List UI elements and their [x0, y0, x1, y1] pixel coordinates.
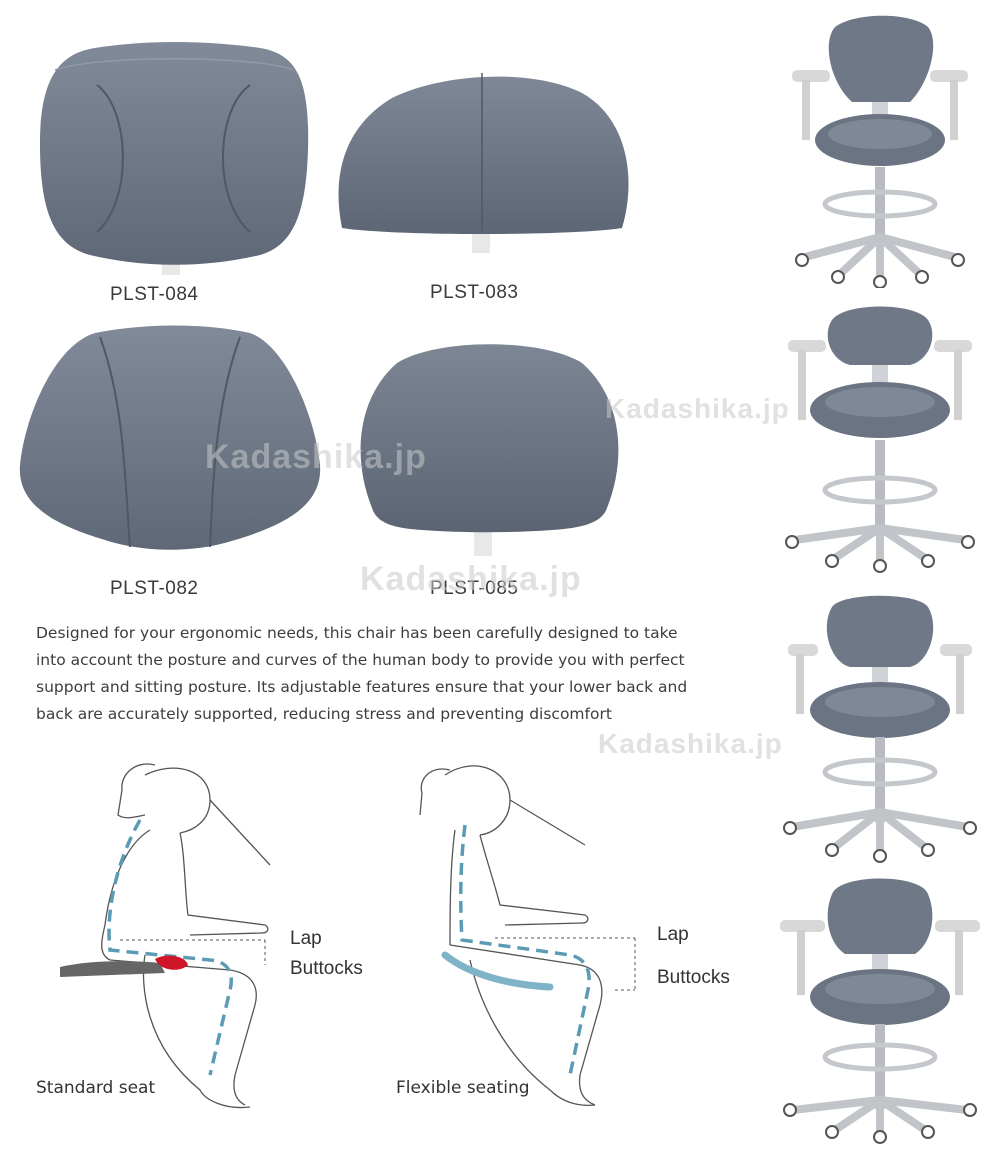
pad-plst-082: [15, 325, 325, 565]
pad-plst-082-image: [19, 325, 321, 550]
pad-label-082: PLST-082: [110, 578, 199, 599]
spine-dash-line: [459, 824, 591, 1076]
flexible-posture-figure: [419, 765, 636, 1106]
description-line: support and sitting posture. Its adjusta…: [36, 678, 688, 696]
flexible-seat-diagram: [410, 745, 740, 1125]
pad-plst-085: [352, 338, 627, 558]
description-line: Designed for your ergonomic needs, this …: [36, 624, 678, 642]
chair-image: [783, 595, 977, 863]
seat-shape: [441, 951, 554, 991]
standard-posture-figure: [60, 763, 271, 1109]
description-text: Designed for your ergonomic needs, this …: [36, 620, 696, 728]
pad-plst-083-image: [338, 73, 629, 253]
chair-photo-3: [780, 592, 980, 864]
chair-image: [792, 15, 968, 288]
pad-label-084: PLST-084: [110, 284, 199, 305]
watermark: Kadashika.jp: [598, 728, 783, 759]
watermark: Kadashika.jp: [205, 438, 427, 476]
flexible-buttocks-label: Buttocks: [657, 967, 730, 988]
flexible-lap-label: Lap: [657, 924, 689, 945]
pad-plst-083: [332, 68, 632, 258]
pad-label-083: PLST-083: [430, 282, 519, 303]
standard-buttocks-label: Buttocks: [290, 958, 363, 979]
pad-plst-084-image: [39, 42, 309, 275]
pressure-point: [155, 955, 188, 970]
chair-image: [780, 878, 980, 1144]
chair-photo-2: [780, 300, 980, 576]
description-line: into account the posture and curves of t…: [36, 651, 685, 669]
watermark: Kadashika.jp: [605, 393, 790, 424]
watermark: Kadashika.jp: [360, 560, 582, 598]
flexible-seat-caption: Flexible seating: [396, 1078, 530, 1098]
pad-plst-085-image: [360, 344, 619, 556]
pad-plst-084: [35, 40, 315, 280]
description-line: back are accurately supported, reducing …: [36, 705, 612, 723]
chair-image: [785, 306, 975, 573]
pad-label-085: PLST-085: [430, 578, 519, 599]
chair-photo-1: [780, 12, 980, 288]
chair-graphic: [792, 15, 968, 288]
standard-seat-diagram: [50, 745, 380, 1125]
standard-seat-caption: Standard seat: [36, 1078, 156, 1098]
standard-lap-label: Lap: [290, 928, 322, 949]
spine-dash-line: [107, 819, 233, 1076]
chair-photo-4: [775, 872, 985, 1144]
seat-shape: [60, 961, 165, 977]
